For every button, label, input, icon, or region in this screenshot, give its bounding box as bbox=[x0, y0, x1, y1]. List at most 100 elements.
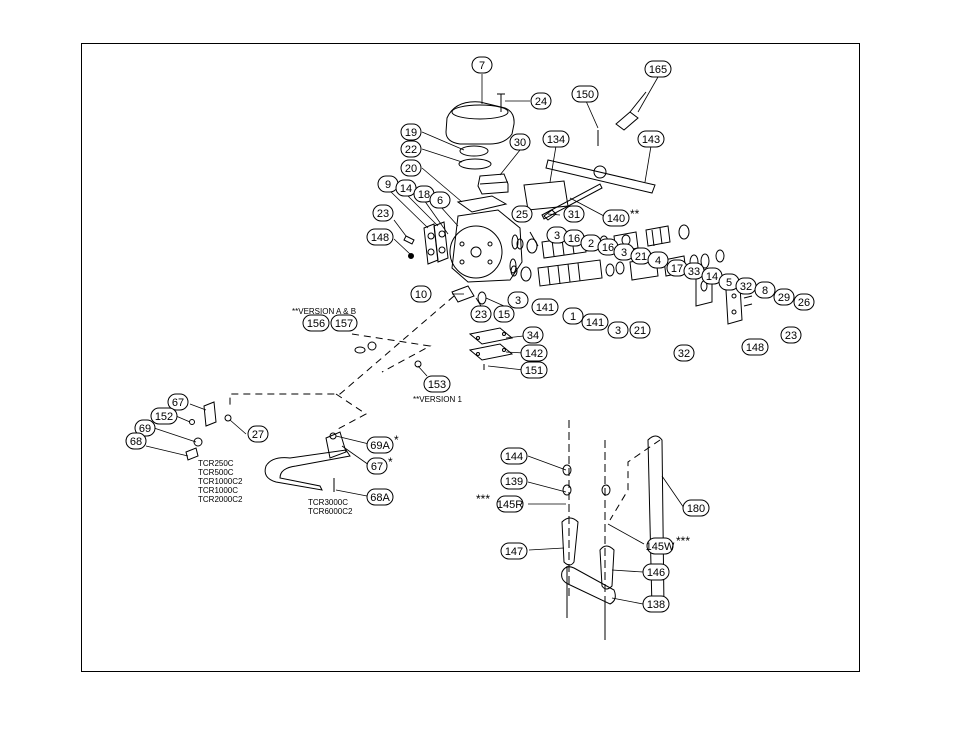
callout-6: 6 bbox=[429, 191, 451, 209]
callout-bubble bbox=[780, 326, 802, 344]
part-gasket-34 bbox=[468, 327, 514, 345]
callout-bubble bbox=[509, 133, 531, 151]
callout-label: 150 bbox=[576, 89, 594, 101]
callout-69: 69 bbox=[134, 419, 156, 437]
callout-label: 69 bbox=[139, 423, 151, 435]
callout-18: 18 bbox=[413, 185, 435, 203]
callout-bubble bbox=[647, 251, 669, 269]
part-valve-face bbox=[449, 225, 503, 279]
callout-bubble bbox=[496, 495, 524, 513]
callout-label: 69A bbox=[370, 440, 390, 452]
callout-147: 147 bbox=[500, 542, 528, 560]
callout-32: 32 bbox=[673, 344, 695, 362]
part-valve-body bbox=[451, 209, 523, 283]
callout-label: 2 bbox=[588, 238, 594, 250]
note-stars-140: ** bbox=[630, 207, 640, 221]
part-shaft bbox=[541, 183, 603, 220]
callout-141: 141 bbox=[581, 313, 609, 331]
part-bolt-23 bbox=[403, 235, 415, 245]
part-plate-134 bbox=[523, 180, 569, 211]
callout-30: 30 bbox=[509, 133, 531, 151]
callout-bubble bbox=[642, 563, 670, 581]
model-label: TCR250C bbox=[198, 459, 234, 468]
callout-bubble bbox=[741, 338, 769, 356]
callout-label: 33 bbox=[688, 266, 700, 278]
callout-143: 143 bbox=[637, 130, 665, 148]
callout-165: 165 bbox=[644, 60, 672, 78]
callout-151: 151 bbox=[520, 361, 548, 379]
callout-bubble bbox=[366, 436, 394, 454]
callout-bubble bbox=[522, 326, 544, 344]
callout-label: 14 bbox=[400, 183, 412, 195]
callout-label: 8 bbox=[762, 285, 768, 297]
part-cover-top bbox=[451, 104, 509, 120]
callout-150: 150 bbox=[571, 85, 599, 103]
callout-label: 14 bbox=[706, 271, 718, 283]
callout-141: 141 bbox=[531, 298, 559, 316]
callout-label: 27 bbox=[252, 429, 264, 441]
drawing-border bbox=[81, 43, 860, 672]
note-stars-145w: *** bbox=[676, 534, 690, 548]
part-ring bbox=[458, 158, 492, 170]
model-label: TCR2000C2 bbox=[198, 495, 243, 504]
callout-label: 16 bbox=[602, 242, 614, 254]
model-list-right: TCR3000C TCR6000C2 bbox=[308, 498, 353, 516]
part-cover bbox=[445, 101, 515, 145]
callout-label: 67 bbox=[172, 397, 184, 409]
callout-bubble bbox=[400, 159, 422, 177]
callout-21: 21 bbox=[630, 247, 652, 265]
callout-label: 32 bbox=[678, 348, 690, 360]
callout-label: 68A bbox=[370, 492, 390, 504]
part-side-plate-14 bbox=[433, 221, 449, 263]
callout-140: 140 bbox=[602, 209, 630, 227]
callout-bubble bbox=[167, 393, 189, 411]
callout-label: 17 bbox=[671, 263, 683, 275]
callout-23: 23 bbox=[780, 326, 802, 344]
callout-142: 142 bbox=[520, 344, 548, 362]
callout-bubble bbox=[429, 191, 451, 209]
callout-bubble bbox=[530, 92, 552, 110]
callout-label: 10 bbox=[415, 289, 427, 301]
callout-label: 34 bbox=[527, 330, 539, 342]
part-fitting bbox=[615, 111, 639, 131]
callout-156: 156 bbox=[302, 314, 330, 332]
callout-26: 26 bbox=[793, 293, 815, 311]
callout-bubble bbox=[682, 499, 710, 517]
callout-148: 148 bbox=[741, 338, 769, 356]
part-handle-147 bbox=[561, 517, 579, 566]
callout-33: 33 bbox=[683, 262, 705, 280]
callout-68A: 68A bbox=[366, 488, 394, 506]
callout-label: 15 bbox=[498, 309, 510, 321]
part-bar-180 bbox=[647, 435, 665, 613]
callout-68: 68 bbox=[125, 432, 147, 450]
callout-23: 23 bbox=[470, 305, 492, 323]
callout-bubble bbox=[302, 314, 330, 332]
note-stars-145r: *** bbox=[476, 492, 490, 506]
callout-148: 148 bbox=[366, 228, 394, 246]
callout-label: 134 bbox=[547, 134, 565, 146]
callout-label: 23 bbox=[475, 309, 487, 321]
callout-bubble bbox=[562, 307, 584, 325]
callout-label: 68 bbox=[130, 436, 142, 448]
callout-8: 8 bbox=[754, 281, 776, 299]
callout-bubble bbox=[493, 305, 515, 323]
callout-label: 6 bbox=[437, 195, 443, 207]
callout-label: 3 bbox=[554, 230, 560, 242]
model-label: TCR1000C2 bbox=[198, 477, 243, 486]
callout-label: 152 bbox=[155, 411, 173, 423]
callout-146: 146 bbox=[642, 563, 670, 581]
callout-bubble bbox=[500, 472, 528, 490]
callout-label: 148 bbox=[746, 342, 764, 354]
callout-21: 21 bbox=[629, 321, 651, 339]
callout-label: 141 bbox=[586, 317, 604, 329]
callout-bubble bbox=[366, 488, 394, 506]
callout-20: 20 bbox=[400, 159, 422, 177]
part-bracket-67 bbox=[203, 401, 217, 427]
callout-label: 147 bbox=[505, 546, 523, 558]
callout-label: 9 bbox=[385, 179, 391, 191]
callout-bubble bbox=[602, 209, 630, 227]
callout-22: 22 bbox=[400, 140, 422, 158]
callout-bubble bbox=[637, 130, 665, 148]
model-label: TCR6000C2 bbox=[308, 507, 353, 516]
note-star-69a: * bbox=[394, 433, 399, 447]
